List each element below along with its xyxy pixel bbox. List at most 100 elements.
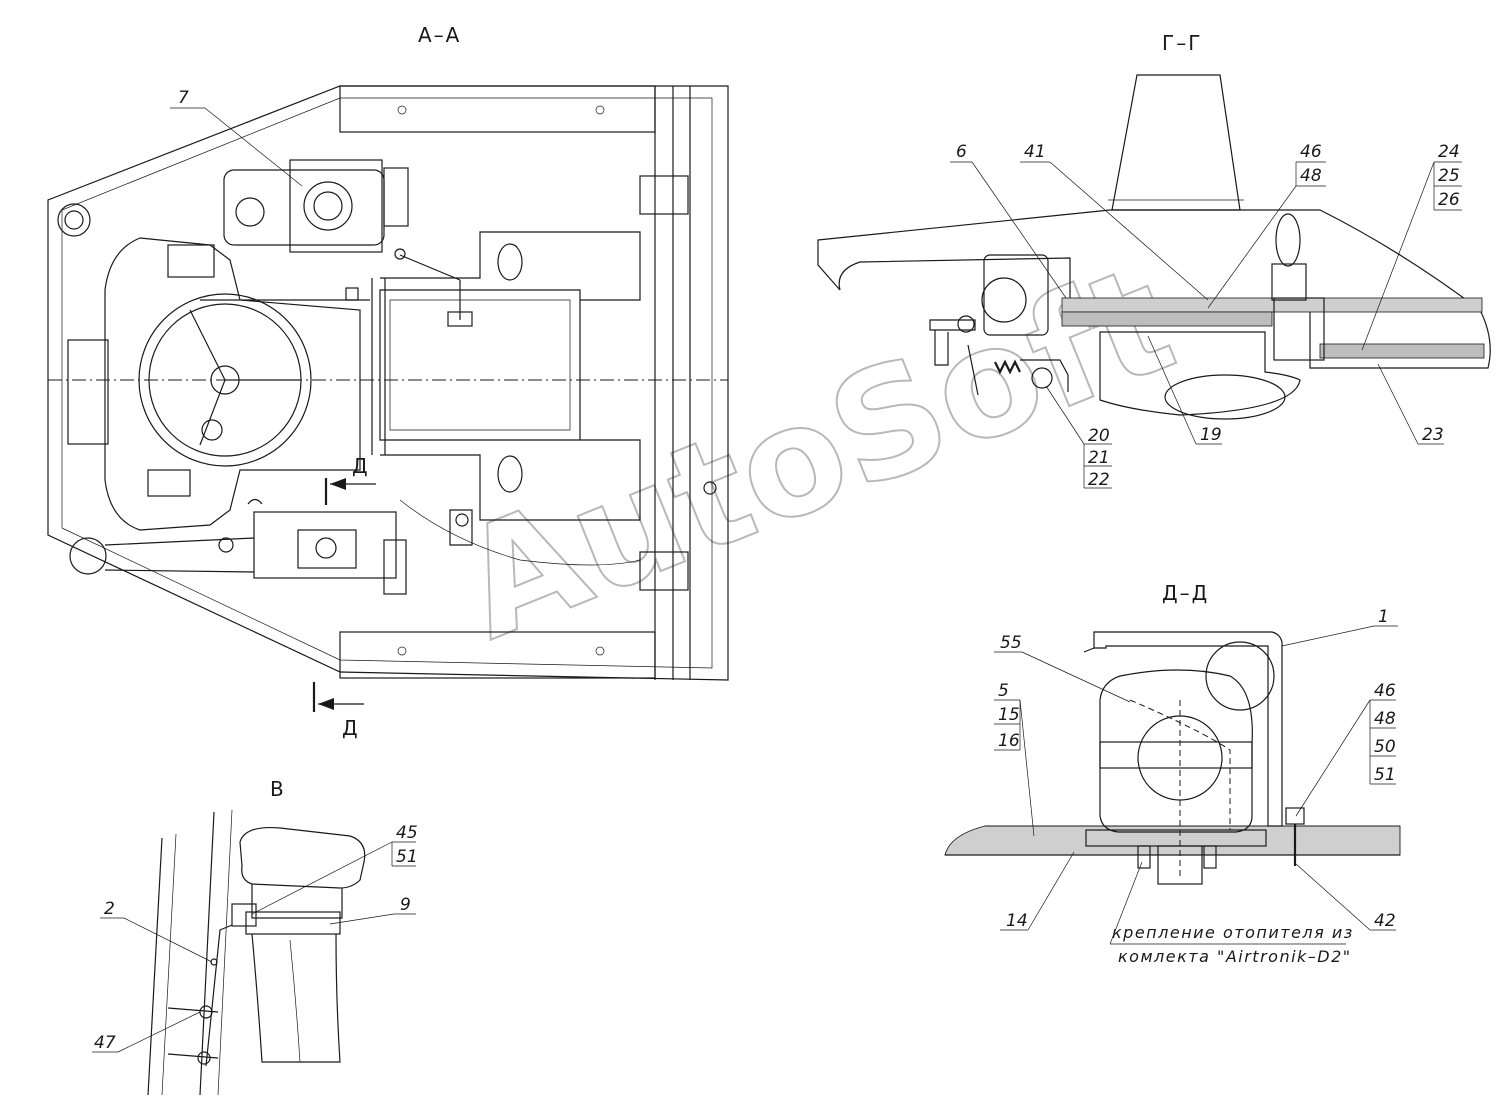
line-fitting <box>455 513 469 527</box>
bolt-hole <box>595 646 605 656</box>
bolt-hole <box>595 105 605 115</box>
pedal-bracket <box>983 254 1049 336</box>
bracket-strap <box>205 924 233 1067</box>
heater-bracket-1 <box>1093 631 1283 827</box>
callout-1-text: 1 <box>1378 607 1389 627</box>
insulation-mat-rear <box>1319 343 1485 359</box>
hose-end <box>247 498 263 505</box>
callout-7-text: 7 <box>178 88 189 108</box>
fitting-bracket <box>449 509 473 546</box>
tunnel-inner <box>389 299 571 431</box>
intake-neck <box>251 884 343 919</box>
callout-24-25-26: 24 25 26 <box>1361 142 1462 351</box>
shift-boot <box>1111 74 1241 211</box>
rail-inner <box>217 809 233 1096</box>
heater-body <box>1099 331 1301 416</box>
insulation-mat-lower <box>1061 311 1273 327</box>
lower-plate <box>380 439 641 521</box>
heater-unit <box>253 511 397 579</box>
callout-9: 9 <box>329 895 416 925</box>
view-g-g-title: Г–Г <box>1162 31 1202 55</box>
heater-band <box>1099 741 1253 769</box>
callout-46-text: 46 <box>1300 142 1322 162</box>
view-d-d: Д–Д 55 1 <box>944 581 1401 966</box>
pedal-housing <box>289 159 383 253</box>
rail-edge <box>199 811 215 1096</box>
pedal-link <box>967 344 979 396</box>
callout-20-21-22: 20 21 22 <box>1045 385 1112 490</box>
mount-bolt <box>1203 845 1217 869</box>
crossmember <box>1273 297 1325 361</box>
arrow-head <box>330 478 346 490</box>
bracket-lip <box>1083 647 1095 653</box>
callout-1: 1 <box>1281 607 1398 647</box>
fuel-line <box>399 499 641 566</box>
steering-wheel-outer <box>138 293 312 467</box>
callout-leader <box>1207 185 1297 309</box>
hose-bracket <box>1020 359 1069 392</box>
rail-edge <box>147 837 163 1096</box>
filler-neck <box>57 203 91 237</box>
callout-9-text: 9 <box>400 895 411 915</box>
callout-55-text: 55 <box>1000 633 1022 653</box>
pedal-boot <box>303 181 353 231</box>
callout-leader <box>1147 335 1197 445</box>
air-hose <box>251 933 341 1063</box>
callout-6: 6 <box>950 142 1067 299</box>
callout-6-text: 6 <box>956 142 967 162</box>
rod-nut <box>957 315 975 333</box>
callout-2-text: 2 <box>104 899 115 919</box>
upper-plate <box>380 231 641 301</box>
section-mark-d-lower: Д <box>312 682 364 740</box>
pedal-disk <box>981 277 1027 323</box>
exhaust-stub <box>1157 845 1203 885</box>
callout-50-text: 50 <box>1374 737 1396 757</box>
heater-bracket <box>383 539 407 595</box>
callout-42: 42 <box>1295 863 1396 931</box>
callout-23: 23 <box>1377 363 1444 445</box>
frame-member-top <box>339 85 656 133</box>
lever-knob <box>394 248 406 260</box>
callout-leader <box>251 841 393 915</box>
instrument-box-bottom <box>147 469 191 497</box>
view-d-d-title: Д–Д <box>1162 581 1209 605</box>
heater-port <box>1137 715 1223 801</box>
callout-45-text: 45 <box>396 823 418 843</box>
pedal-knob <box>235 197 265 227</box>
callout-leader <box>1295 699 1371 817</box>
callout-leader <box>971 161 1067 299</box>
heater-outlet-oval <box>1164 374 1286 420</box>
arrow-head <box>318 698 334 710</box>
gear-lever <box>399 254 461 281</box>
callout-leader <box>1021 651 1131 703</box>
callout-42-text: 42 <box>1374 911 1396 931</box>
intake-cap <box>239 826 366 889</box>
callout-leader <box>1049 161 1209 301</box>
section-mark-d-lower-text: Д <box>342 716 360 740</box>
callout-20-text: 20 <box>1088 426 1110 446</box>
mount-bolt <box>1137 845 1151 869</box>
bracket-bottom <box>639 551 689 591</box>
callout-leader <box>1045 385 1085 445</box>
air-intake <box>69 537 107 575</box>
pedal-side-bracket <box>383 167 409 227</box>
view-a-a-title: A–A <box>418 23 461 47</box>
callout-7: 7 <box>170 88 303 187</box>
view-g-g: Г–Г 6 <box>817 31 1491 490</box>
dashboard <box>104 237 361 531</box>
pedal-rod <box>929 319 976 331</box>
callout-41-text: 41 <box>1024 142 1046 162</box>
pedal-arm <box>934 330 949 366</box>
section-mark-d-upper-text: Д <box>352 454 370 478</box>
strap-nut <box>197 1051 211 1065</box>
bracket-top <box>639 175 689 215</box>
heater-flange <box>297 529 357 569</box>
callout-51-text: 51 <box>396 847 418 867</box>
callout-41: 41 <box>1020 142 1209 301</box>
callout-19: 19 <box>1147 335 1222 445</box>
callout-21-text: 21 <box>1088 448 1110 468</box>
hose-clamp-9 <box>245 911 341 935</box>
callout-22-text: 22 <box>1088 470 1110 490</box>
strap-rivet <box>210 958 218 966</box>
